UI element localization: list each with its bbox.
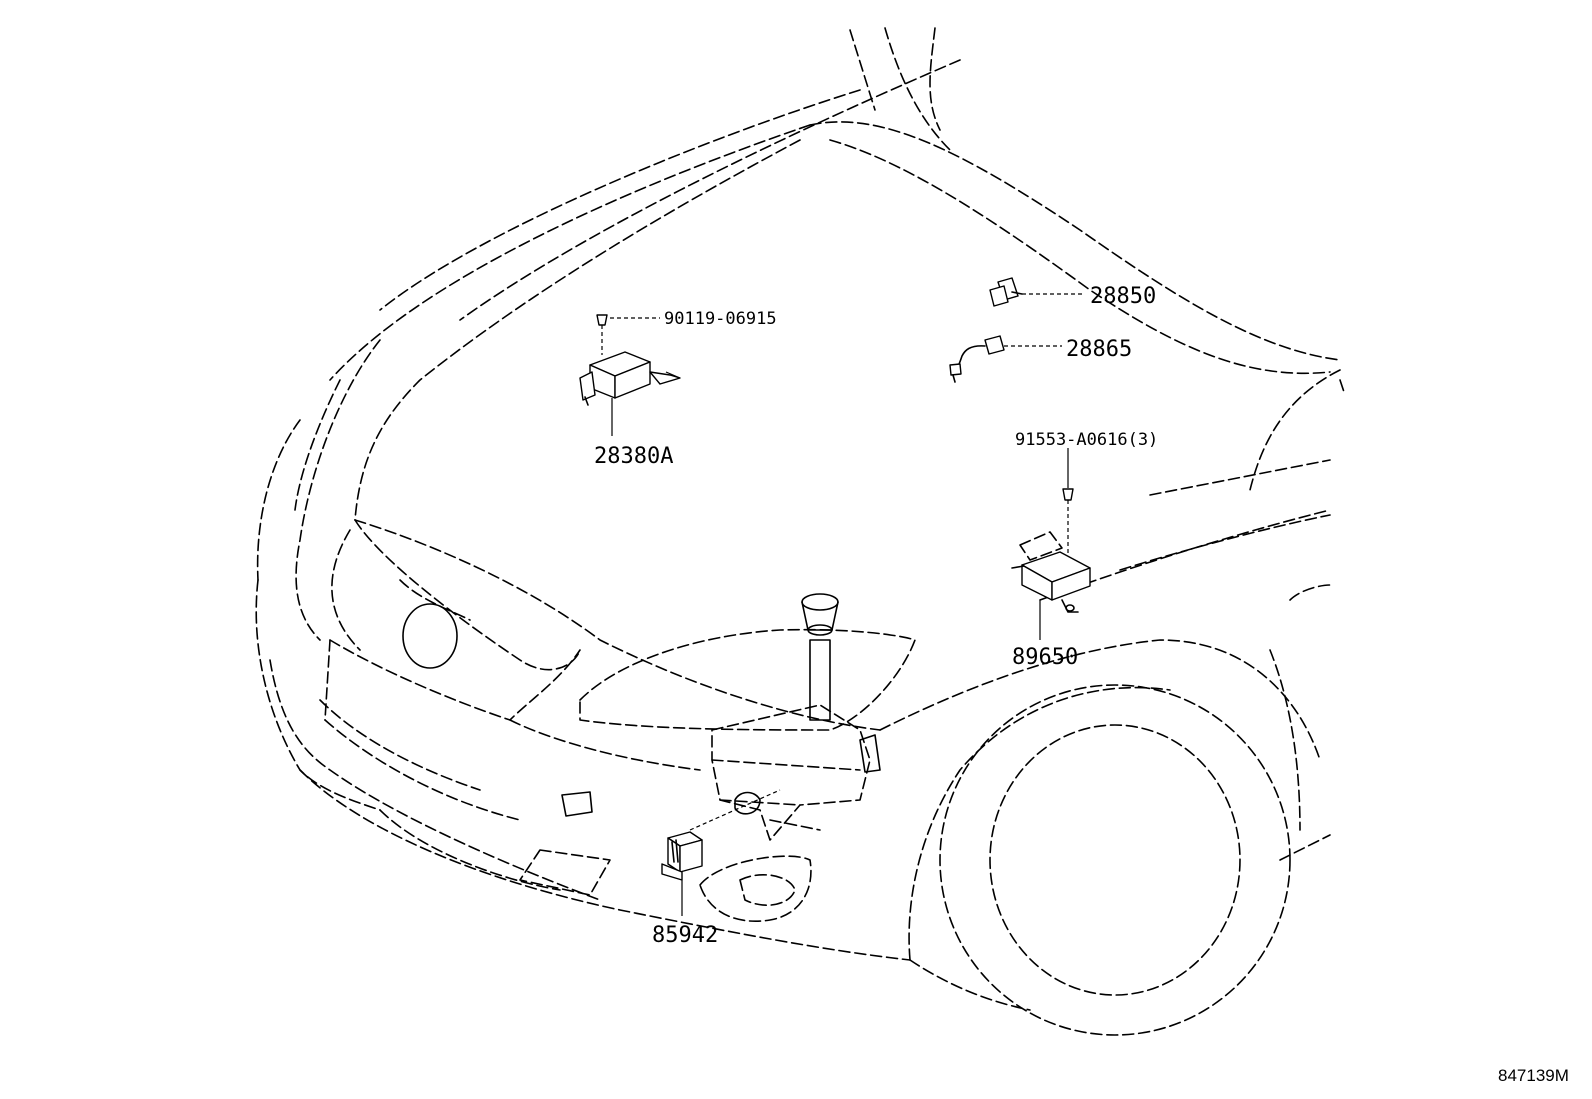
part-85942 xyxy=(661,831,703,881)
washer-tank xyxy=(689,593,881,841)
washer-cap xyxy=(801,593,839,611)
tow-hook-cover xyxy=(561,791,593,817)
part-89650 xyxy=(1011,488,1091,613)
callout-28865: 28865 xyxy=(1066,337,1132,362)
bolt-icon xyxy=(596,314,608,326)
callout-85942: 85942 xyxy=(652,923,718,948)
washer-filler-neck xyxy=(809,639,831,721)
part-28850 xyxy=(989,277,1023,307)
figure-id: 847139M xyxy=(1498,1066,1569,1085)
leader-lines xyxy=(610,293,1085,916)
car-body-outline xyxy=(255,27,1346,1036)
callout-89650: 89650 xyxy=(1012,645,1078,670)
part-28865 xyxy=(949,335,1005,383)
emblem-circle xyxy=(402,603,458,669)
screw-icon xyxy=(1062,488,1074,501)
callout-91553-a0616: 91553-A0616(3) xyxy=(1015,430,1158,450)
callout-28850: 28850 xyxy=(1090,284,1156,309)
callout-28380a: 28380A xyxy=(594,444,673,469)
front-wheel xyxy=(939,684,1291,1036)
part-28380a xyxy=(579,314,681,406)
callout-labels: 90119-06915 28380A 28850 28865 91553-A06… xyxy=(594,284,1158,948)
callout-90119-06915: 90119-06915 xyxy=(664,309,777,329)
